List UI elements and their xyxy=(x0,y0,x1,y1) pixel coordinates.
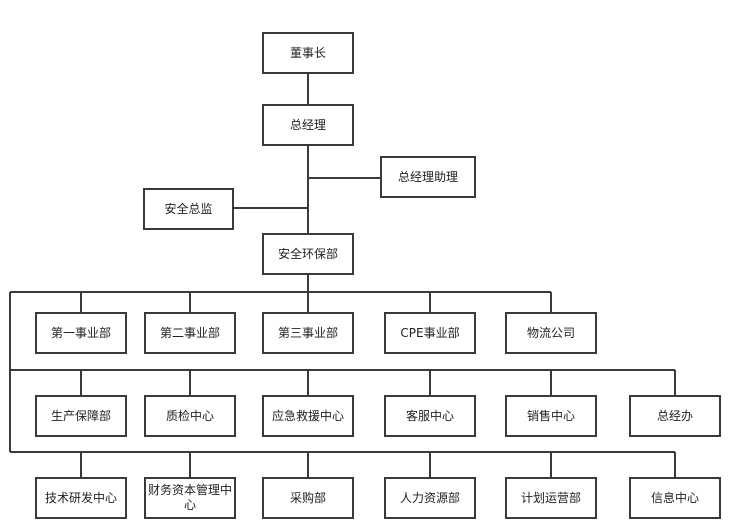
node-row2-4: 客服中心 xyxy=(384,395,476,437)
node-label: 采购部 xyxy=(289,490,326,505)
node-row1-5: 物流公司 xyxy=(505,312,597,354)
node-label: 第二事业部 xyxy=(159,325,220,340)
node-label: 销售中心 xyxy=(526,408,575,423)
node-label: 计划运营部 xyxy=(520,490,581,505)
node-row1-4: CPE事业部 xyxy=(384,312,476,354)
node-row2-5: 销售中心 xyxy=(505,395,597,437)
node-safety-director: 安全总监 xyxy=(143,188,234,230)
node-label: 物流公司 xyxy=(526,325,575,340)
node-label: 总经理 xyxy=(289,117,326,132)
node-label: CPE事业部 xyxy=(400,325,460,340)
node-label: 生产保障部 xyxy=(50,408,111,423)
node-row2-2: 质检中心 xyxy=(144,395,236,437)
node-row3-5: 计划运营部 xyxy=(505,477,597,519)
node-chairman: 董事长 xyxy=(262,32,354,74)
node-label: 董事长 xyxy=(289,45,326,60)
node-label: 客服中心 xyxy=(405,408,454,423)
node-row3-4: 人力资源部 xyxy=(384,477,476,519)
node-row3-1: 技术研发中心 xyxy=(35,477,127,519)
node-row2-1: 生产保障部 xyxy=(35,395,127,437)
node-row3-3: 采购部 xyxy=(262,477,354,519)
node-row2-3: 应急救援中心 xyxy=(262,395,354,437)
node-label: 技术研发中心 xyxy=(44,490,117,505)
node-label: 第三事业部 xyxy=(277,325,338,340)
node-label: 第一事业部 xyxy=(50,325,111,340)
node-gm-assistant: 总经理助理 xyxy=(380,156,476,198)
node-label: 人力资源部 xyxy=(399,490,460,505)
node-row2-6: 总经办 xyxy=(629,395,721,437)
node-row3-2: 财务资本管理中心 xyxy=(144,477,236,519)
node-label: 总经办 xyxy=(656,408,693,423)
node-label: 安全总监 xyxy=(164,201,213,216)
node-label: 安全环保部 xyxy=(277,246,338,261)
node-row3-6: 信息中心 xyxy=(629,477,721,519)
node-row1-1: 第一事业部 xyxy=(35,312,127,354)
node-general-manager: 总经理 xyxy=(262,104,354,146)
node-label: 应急救援中心 xyxy=(271,408,344,423)
node-row1-2: 第二事业部 xyxy=(144,312,236,354)
node-label: 财务资本管理中心 xyxy=(148,483,233,512)
node-label: 总经理助理 xyxy=(397,169,458,184)
node-row1-3: 第三事业部 xyxy=(262,312,354,354)
node-label: 质检中心 xyxy=(165,408,214,423)
node-label: 信息中心 xyxy=(650,490,699,505)
node-safety-env-dept: 安全环保部 xyxy=(262,233,354,275)
